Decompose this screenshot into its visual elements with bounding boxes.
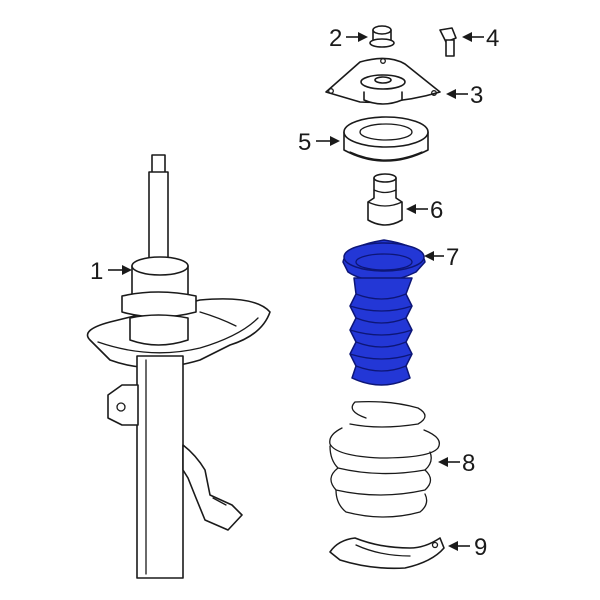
callout-4: 4 [486,25,499,52]
bolt[interactable] [439,27,457,57]
strut-assembly[interactable] [86,154,271,579]
callout-1: 1 [90,258,103,285]
callout-2: 2 [329,25,342,52]
callout-3: 3 [470,82,483,109]
coil-spring[interactable] [329,400,441,518]
strut-mount[interactable] [325,57,441,105]
nut[interactable] [369,25,395,48]
callout-8: 8 [462,450,475,477]
callout-6: 6 [430,197,443,224]
callout-9: 9 [474,534,487,561]
bearing[interactable] [343,116,429,162]
callout-7: 7 [446,244,459,271]
callout-leaders [108,32,484,551]
dust-boot[interactable] [342,239,426,386]
callout-labels: 1 2 3 4 5 6 7 8 9 [90,25,499,561]
callout-5: 5 [298,129,311,156]
lower-insulator[interactable] [329,537,445,570]
bump-stop[interactable] [367,173,403,226]
